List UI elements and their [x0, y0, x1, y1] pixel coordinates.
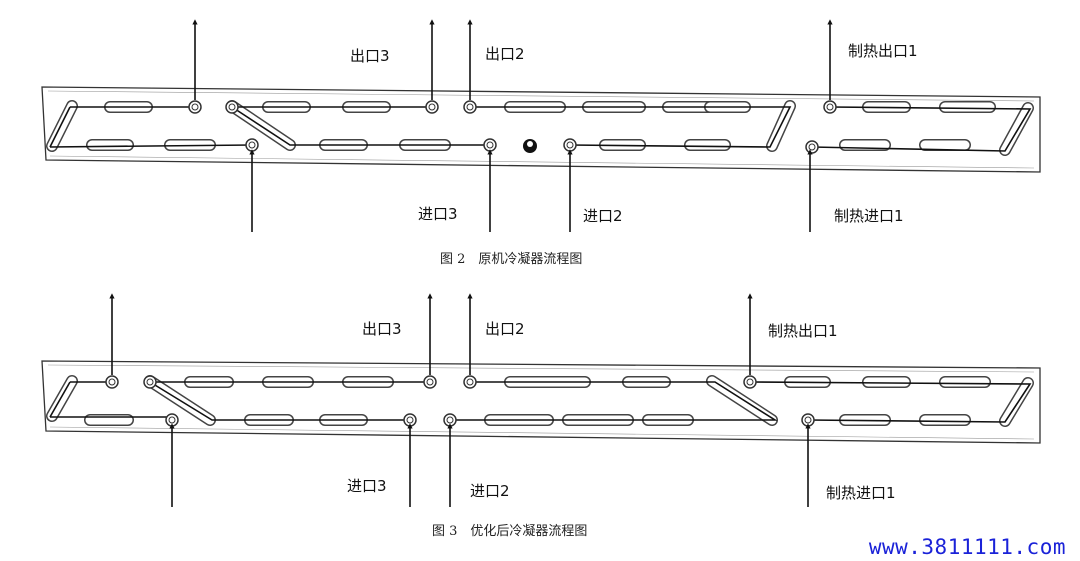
port-circle: [563, 138, 577, 152]
label-heating-inlet1-optimized: 制热进口1: [826, 484, 896, 502]
port-circle: [225, 100, 239, 114]
port-circle: [105, 375, 119, 389]
tube-slot: [47, 101, 77, 151]
label-outlet2-original: 出口2: [485, 45, 525, 63]
port-circle: [801, 413, 815, 427]
port-circle: [823, 100, 837, 114]
tube-slot: [1000, 378, 1033, 426]
port-circle: [443, 413, 457, 427]
label-inlet2-original: 进口2: [583, 207, 623, 225]
label-inlet3-original: 进口3: [418, 205, 458, 223]
label-inlet2-optimized: 进口2: [470, 482, 510, 500]
port-circle: [743, 375, 757, 389]
tube-slot: [707, 376, 777, 425]
arrows-original: [192, 19, 833, 232]
condenser-plate-original: [41, 86, 1041, 173]
label-heating-outlet1-original: 制热出口1: [848, 42, 918, 60]
port-circle: [423, 375, 437, 389]
flow-lines-original: [49, 106, 1032, 152]
watermark: www.3811111.com: [868, 535, 1066, 559]
label-outlet2-optimized: 出口2: [485, 320, 525, 338]
port-circle: [463, 100, 477, 114]
port-circle: [165, 413, 179, 427]
arrows-optimized: [109, 293, 811, 507]
port-circle: [483, 138, 497, 152]
label-heating-inlet1-original: 制热进口1: [834, 207, 904, 225]
port-circle: [463, 375, 477, 389]
tube-slots-optimized: [46, 375, 1034, 427]
tube-slot: [47, 376, 77, 421]
caption-optimized: 图 3 优化后冷凝器流程图: [432, 523, 587, 539]
port-circle: [143, 375, 157, 389]
label-outlet3-original: 出口3: [350, 47, 390, 65]
label-outlet3-optimized: 出口3: [362, 320, 402, 338]
flow-lines-optimized: [49, 381, 1032, 423]
figure-original: 出口3 出口2 制热出口1 进口3 进口2 制热进口1 图 2 原机冷凝器流程图: [41, 19, 1041, 267]
caption-original: 图 2 原机冷凝器流程图: [440, 251, 582, 267]
port-circle: [805, 140, 819, 154]
port-circle: [425, 100, 439, 114]
condenser-plate-optimized: [41, 360, 1041, 444]
figure-optimized: 出口3 出口2 制热出口1 进口3 进口2 制热进口1 图 3 优化后冷凝器流程…: [41, 293, 1041, 539]
port-circle: [188, 100, 202, 114]
port-circle: [245, 138, 259, 152]
port-circle: [403, 413, 417, 427]
label-inlet3-optimized: 进口3: [347, 477, 387, 495]
ports-optimized: [105, 375, 815, 427]
label-heating-outlet1-optimized: 制热出口1: [768, 322, 838, 340]
